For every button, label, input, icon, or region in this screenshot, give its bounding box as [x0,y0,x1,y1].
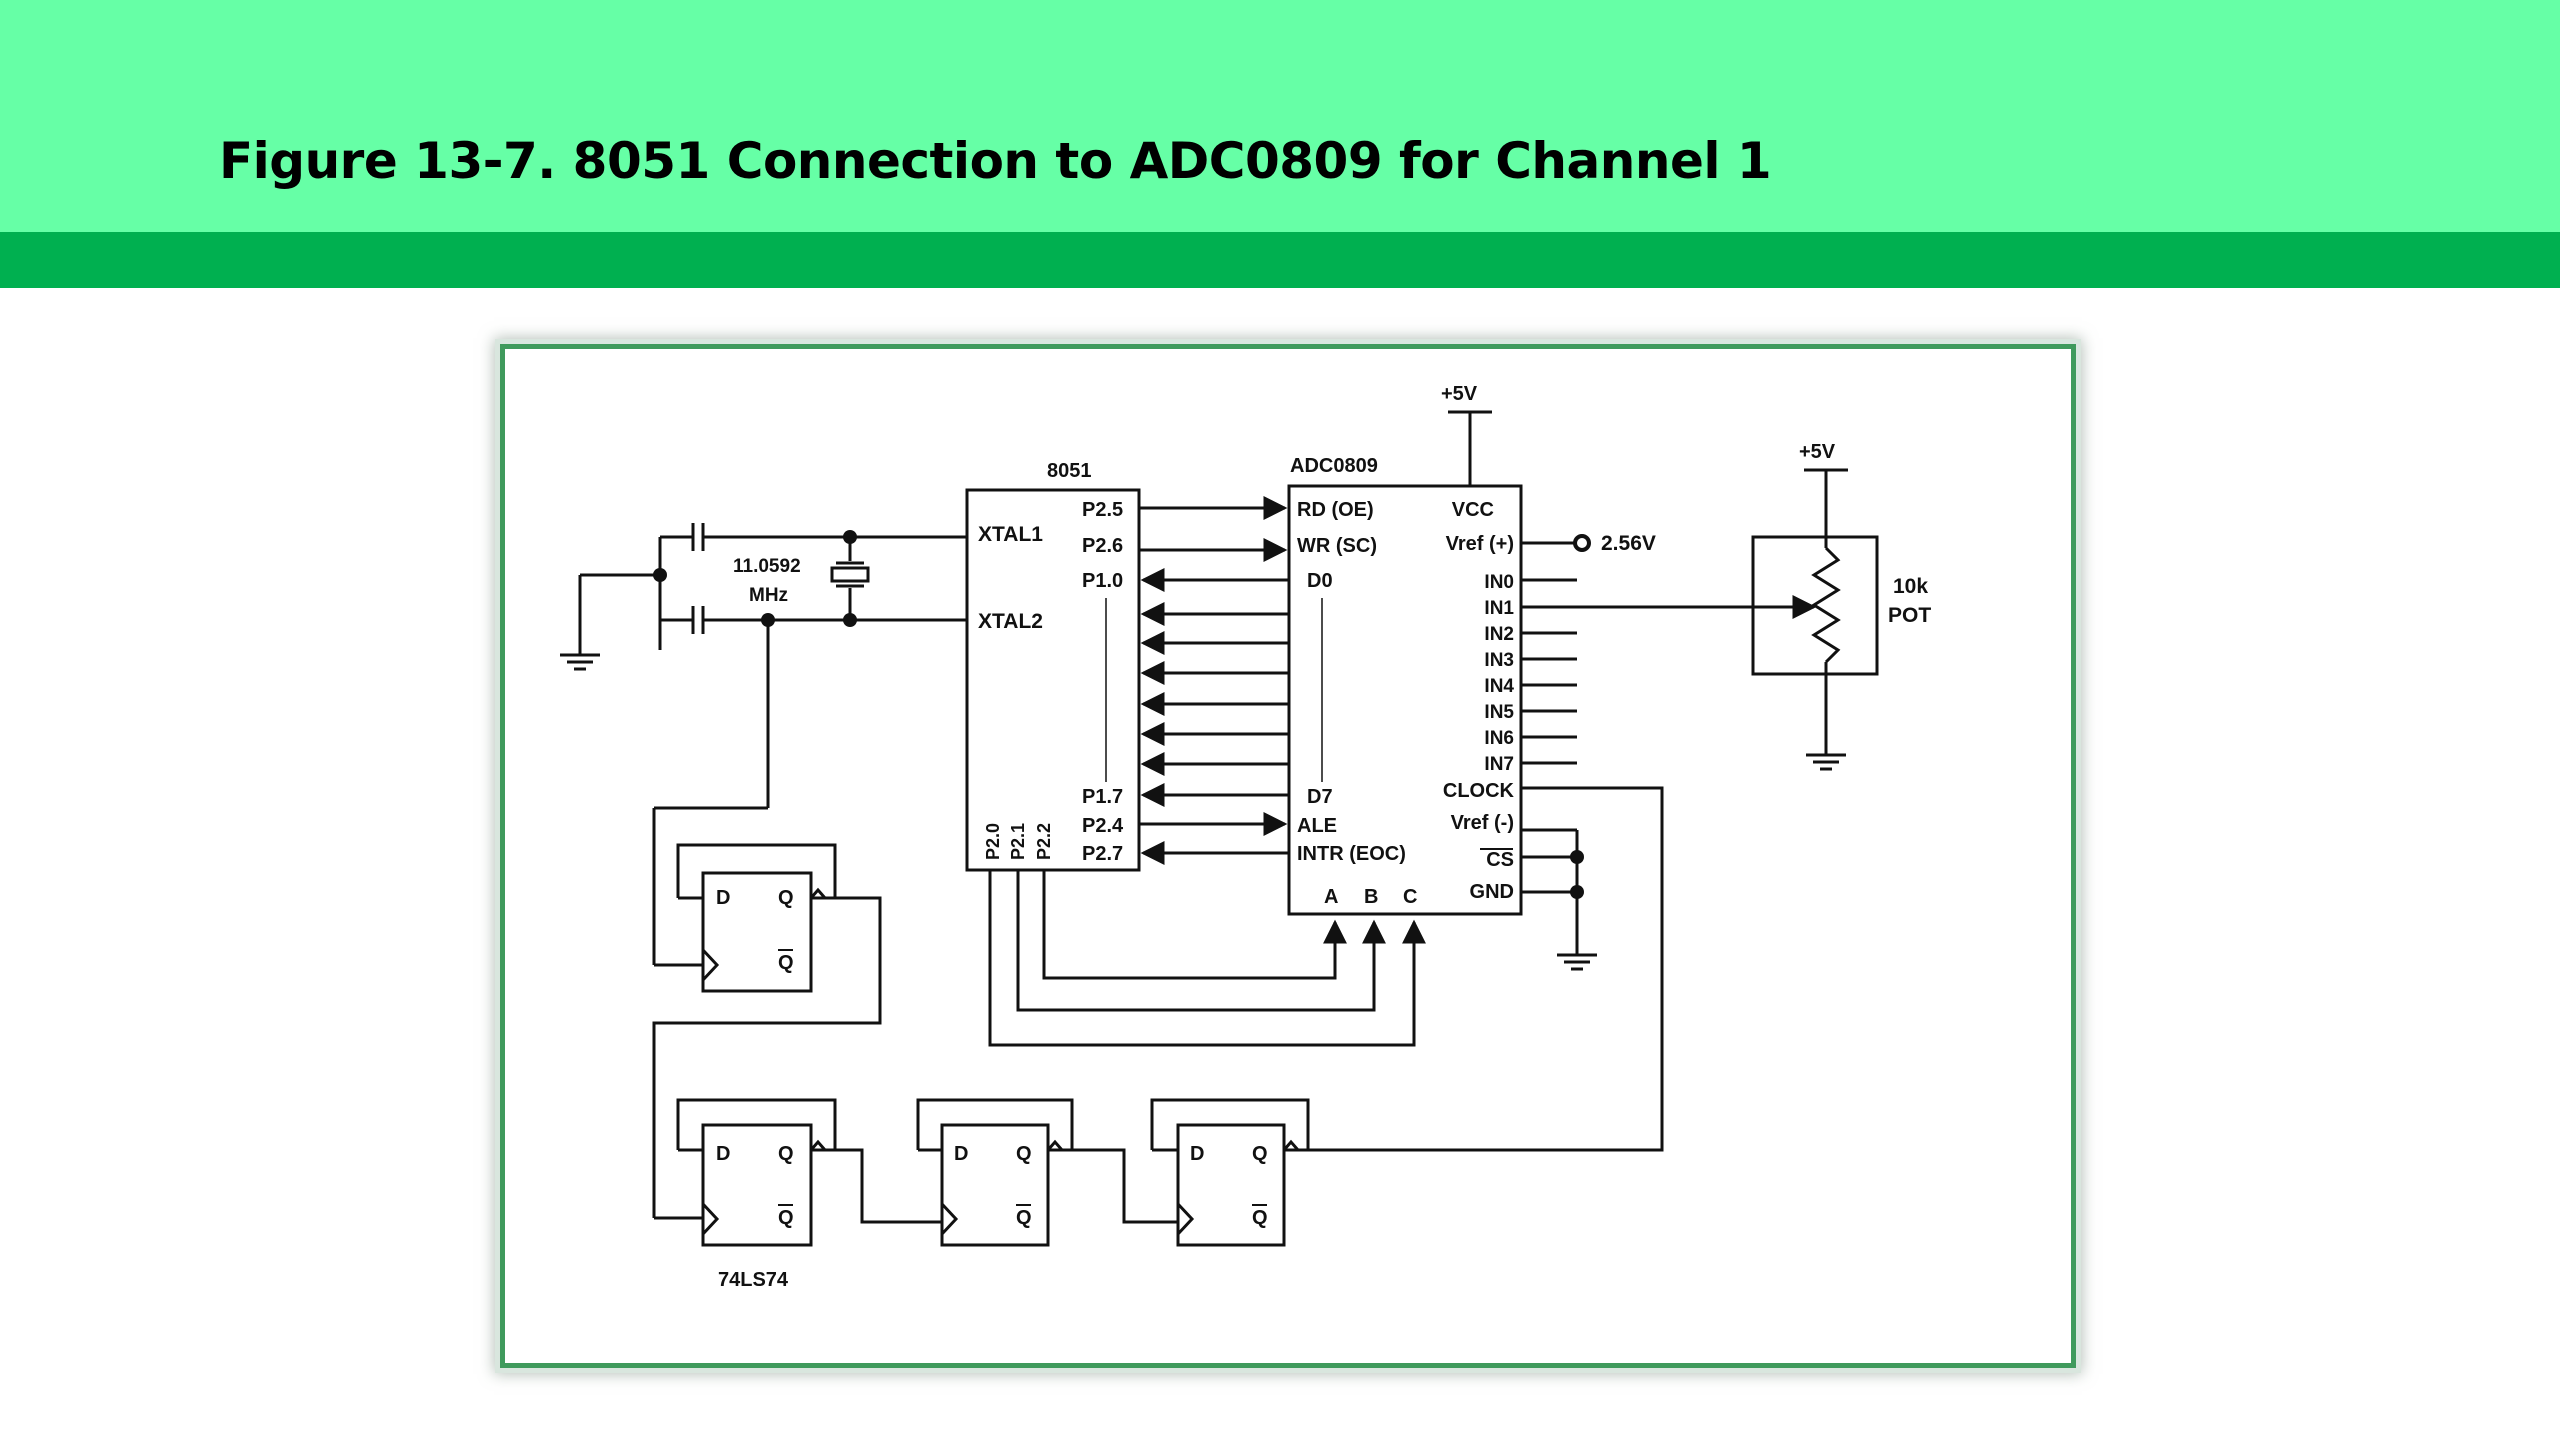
pin-xtal2: XTAL2 [978,610,1043,633]
pin-in5: IN5 [1484,702,1514,723]
pin-in6: IN6 [1484,728,1514,749]
pin-d7: D7 [1307,786,1333,808]
header-stripe [0,232,2560,288]
crystal-label-freq: 11.0592 [733,556,801,577]
ff1-d: D [716,887,730,909]
pin-rd: RD (OE) [1297,499,1374,521]
pin-b: B [1364,886,1378,908]
pin-p24: P2.4 [1082,815,1124,837]
ff3-q: Q [1016,1143,1032,1165]
ff2-q: Q [778,1143,794,1165]
ff4-q: Q [1252,1143,1268,1165]
supply-label-pot: +5V [1799,441,1836,463]
ff2-qbar: Q [778,1207,794,1229]
pin-gnd: GND [1470,881,1514,903]
pin-p10: P1.0 [1082,570,1123,592]
slide-title: Figure 13-7. 8051 Connection to ADC0809 … [219,132,1772,190]
ff4-d: D [1190,1143,1204,1165]
ff3-d: D [954,1143,968,1165]
pin-vref-pos: Vref (+) [1446,533,1514,555]
pin-p20: P2.0 [983,823,1003,860]
pin-c: C [1403,886,1417,908]
pin-wr: WR (SC) [1297,535,1377,557]
pin-p21: P2.1 [1008,823,1028,860]
vref-label: 2.56V [1601,532,1656,555]
pin-d0: D0 [1307,570,1333,592]
ff3-qbar: Q [1016,1207,1032,1229]
pin-in1: IN1 [1484,598,1514,619]
pin-cs: CS [1486,849,1514,871]
pin-in3: IN3 [1484,650,1514,671]
pin-p17: P1.7 [1082,786,1123,808]
pin-ale: ALE [1297,815,1337,837]
adc-title: ADC0809 [1290,455,1378,477]
ff2-d: D [716,1143,730,1165]
pin-a: A [1324,886,1338,908]
pot-label-type: POT [1888,604,1931,627]
crystal-label-unit: MHz [749,585,788,606]
pin-vcc: VCC [1452,499,1494,521]
pin-in0: IN0 [1484,572,1514,593]
pin-intr: INTR (EOC) [1297,843,1406,865]
pin-in4: IN4 [1484,676,1514,697]
pin-vref-neg: Vref (-) [1451,812,1514,834]
pin-p25: P2.5 [1082,499,1123,521]
ff1-qbar: Q [778,952,794,974]
pin-p22: P2.2 [1034,823,1054,860]
pin-in7: IN7 [1484,754,1514,775]
pot-label-value: 10k [1893,575,1928,598]
pin-clock: CLOCK [1443,780,1515,802]
adc0809-body [1287,484,1523,916]
pin-in2: IN2 [1484,624,1514,645]
pin-p26: P2.6 [1082,535,1123,557]
slide-header: Figure 13-7. 8051 Connection to ADC0809 … [0,0,2560,232]
pin-p27: P2.7 [1082,843,1123,865]
pin-xtal1: XTAL1 [978,523,1043,546]
mcu-title: 8051 [1047,460,1092,482]
ff-part-label: 74LS74 [718,1269,789,1291]
mcu-8051-body [965,488,1141,872]
supply-label-adc: +5V [1441,383,1478,405]
ff4-qbar: Q [1252,1207,1268,1229]
ff1-q: Q [778,887,794,909]
